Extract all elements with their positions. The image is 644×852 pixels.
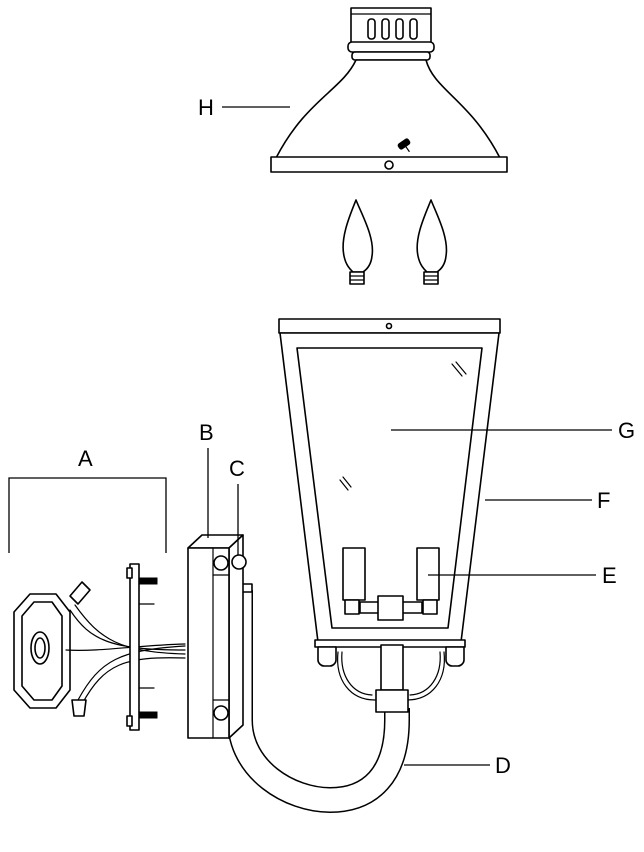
callout-f: F [597,488,610,513]
lantern-base-bracket [314,639,466,713]
lantern-frame-part-f [278,318,501,643]
candle-bulb-left [342,199,374,285]
callout-b: B [199,420,214,445]
finial-part-c [231,554,247,570]
callout-d: D [495,753,511,778]
callout-g: G [618,418,635,443]
callout-e: E [602,563,617,588]
mounting-hardware-part-a [13,563,186,731]
leader-lines [8,106,612,766]
backplate-part-b [187,534,244,739]
callout-c: C [229,456,245,481]
callout-h: H [198,95,214,120]
top-cap-part-h [270,7,508,173]
callout-a: A [78,446,93,471]
candle-bulb-right [416,199,448,285]
socket-cluster-part-e [342,547,440,621]
